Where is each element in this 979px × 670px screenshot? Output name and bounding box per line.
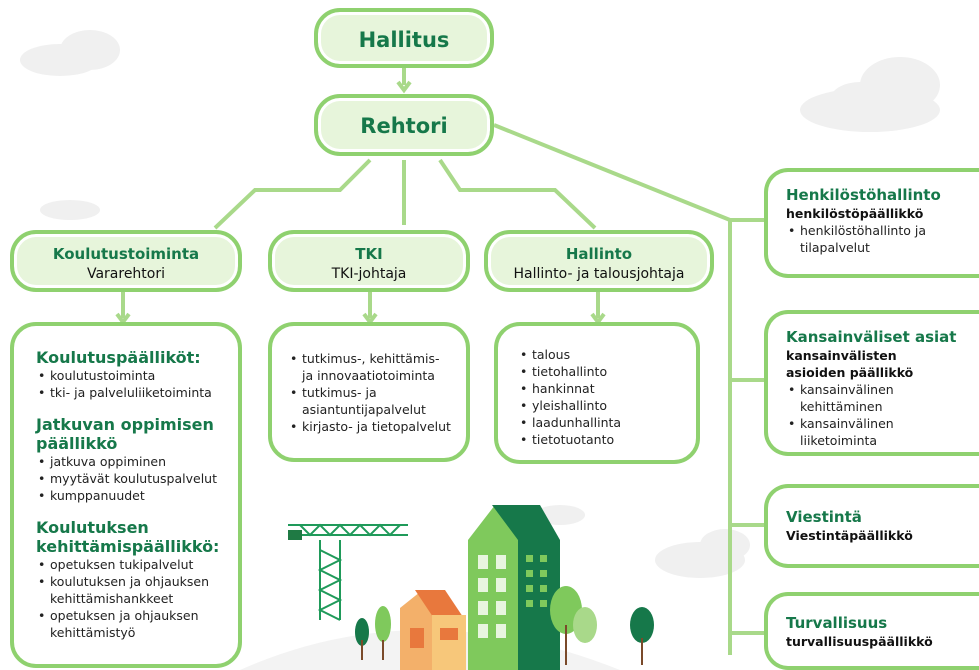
list-item: jatkuva oppiminen (36, 453, 228, 470)
dept-tki-title: TKI (355, 245, 383, 263)
crane-weight (288, 530, 302, 540)
education-group-3-title-line1: Koulutuksen (36, 518, 149, 537)
staff-unit-intl-subtitle-line1: kansainvälisten (786, 348, 897, 363)
education-group-1-list: koulutustoiminta tki- ja palveluliiketoi… (36, 367, 228, 401)
admin-detail-card: talous tietohallinto hankinnat yleishall… (494, 322, 700, 464)
connector-lines (115, 65, 766, 655)
list-item-continuation: kehittämishankkeet (50, 591, 174, 606)
list-item: ja innovaatiotoiminta (302, 368, 435, 383)
list-item-continuation: kehittämistyö (50, 625, 136, 640)
list-item: tutkimus-, kehittämis- (288, 350, 458, 367)
dept-admin-leader: Hallinto- ja talousjohtaja (513, 266, 685, 282)
list-item: laadunhallinta (518, 414, 688, 431)
dept-tki-leader: TKI-johtaja (331, 266, 407, 282)
board-title: Hallitus (358, 28, 450, 52)
list-item: henkilöstöhallinto ja (786, 222, 967, 239)
staff-unit-security-subtitle: turvallisuuspäällikkö (786, 634, 933, 649)
list-item: tietotuotanto (518, 431, 688, 448)
staff-unit-security-card: Turvallisuus turvallisuuspäällikkö (764, 592, 979, 670)
education-group-2-title-line1: Jatkuvan oppimisen (36, 415, 214, 434)
education-detail-card: Koulutuspäälliköt: koulutustoiminta tki-… (10, 322, 242, 668)
list-item: tilapalvelut (800, 240, 870, 255)
house-icon (400, 590, 466, 670)
tki-list: tutkimus-, kehittämis- ja innovaatiotoim… (288, 350, 458, 435)
education-group-2-title-line2: päällikkö (36, 434, 118, 453)
tree-icon (355, 586, 654, 665)
list-item: opetuksen ja ohjauksen (36, 607, 228, 624)
staff-unit-hr-card: Henkilöstöhallinto henkilöstöpäällikkö h… (764, 168, 979, 278)
list-item: opetuksen tukipalvelut (36, 556, 228, 573)
list-item: yleishallinto (518, 397, 688, 414)
staff-unit-intl-card: Kansainväliset asiat kansainvälisten asi… (764, 310, 979, 456)
building-icon (468, 505, 560, 670)
staff-unit-comms-card: Viestintä Viestintäpäällikkö (764, 484, 979, 568)
list-item: kehittämistyö (36, 624, 228, 641)
dept-tki-node: TKI TKI-johtaja (268, 230, 470, 292)
list-item: kansainvälinen (786, 381, 967, 398)
staff-unit-hr-subtitle: henkilöstöpäällikkö (786, 206, 924, 221)
staff-unit-comms-subtitle: Viestintäpäällikkö (786, 528, 913, 543)
dept-admin-title: Hallinto (565, 245, 633, 263)
education-group-3-list: opetuksen tukipalvelut koulutuksen ja oh… (36, 556, 228, 641)
dept-admin-node: Hallinto Hallinto- ja talousjohtaja (484, 230, 714, 292)
list-item: kumppanuudet (36, 487, 228, 504)
staff-unit-intl-list: kansainvälinen kehittäminen kansainvälin… (786, 381, 967, 449)
list-item: kehittämishankkeet (36, 590, 228, 607)
list-item: koulutuksen ja ohjauksen (36, 573, 228, 590)
rector-node: Rehtori (314, 94, 494, 156)
education-group-3-title-line2: kehittämispäällikkö: (36, 537, 220, 556)
list-item: tki- ja palveluliiketoiminta (36, 384, 228, 401)
dept-education-node: Koulutustoiminta Vararehtori (10, 230, 242, 292)
education-group-1-title: Koulutuspäälliköt: (36, 348, 201, 367)
education-group-2-list: jatkuva oppiminen myytävät koulutuspalve… (36, 453, 228, 504)
list-item: talous (518, 346, 688, 363)
board-node: Hallitus (314, 8, 494, 68)
staff-unit-hr-title: Henkilöstöhallinto (786, 186, 941, 204)
tki-detail-card: tutkimus-, kehittämis- ja innovaatiotoim… (268, 322, 470, 462)
list-item: tutkimus- ja (288, 384, 458, 401)
rector-title: Rehtori (360, 114, 448, 138)
list-item: hankinnat (518, 380, 688, 397)
list-item: koulutustoiminta (36, 367, 228, 384)
dept-education-leader: Vararehtori (86, 266, 166, 282)
list-item: kansainvälinen liiketoiminta (786, 415, 967, 449)
list-item: kehittäminen (800, 399, 883, 414)
list-item: tietohallinto (518, 363, 688, 380)
admin-list: talous tietohallinto hankinnat yleishall… (518, 346, 688, 448)
staff-unit-security-title: Turvallisuus (786, 614, 888, 632)
staff-unit-intl-title: Kansainväliset asiat (786, 328, 957, 346)
staff-unit-intl-subtitle-line2: asioiden päällikkö (786, 365, 914, 380)
list-item: kirjasto- ja tietopalvelut (288, 418, 458, 435)
list-item: asiantuntijapalvelut (302, 402, 426, 417)
list-item: myytävät koulutuspalvelut (36, 470, 228, 487)
staff-unit-hr-list: henkilöstöhallinto ja tilapalvelut (786, 222, 967, 256)
crane-icon (288, 523, 408, 621)
dept-education-title: Koulutustoiminta (52, 245, 200, 263)
staff-unit-comms-title: Viestintä (786, 508, 862, 526)
